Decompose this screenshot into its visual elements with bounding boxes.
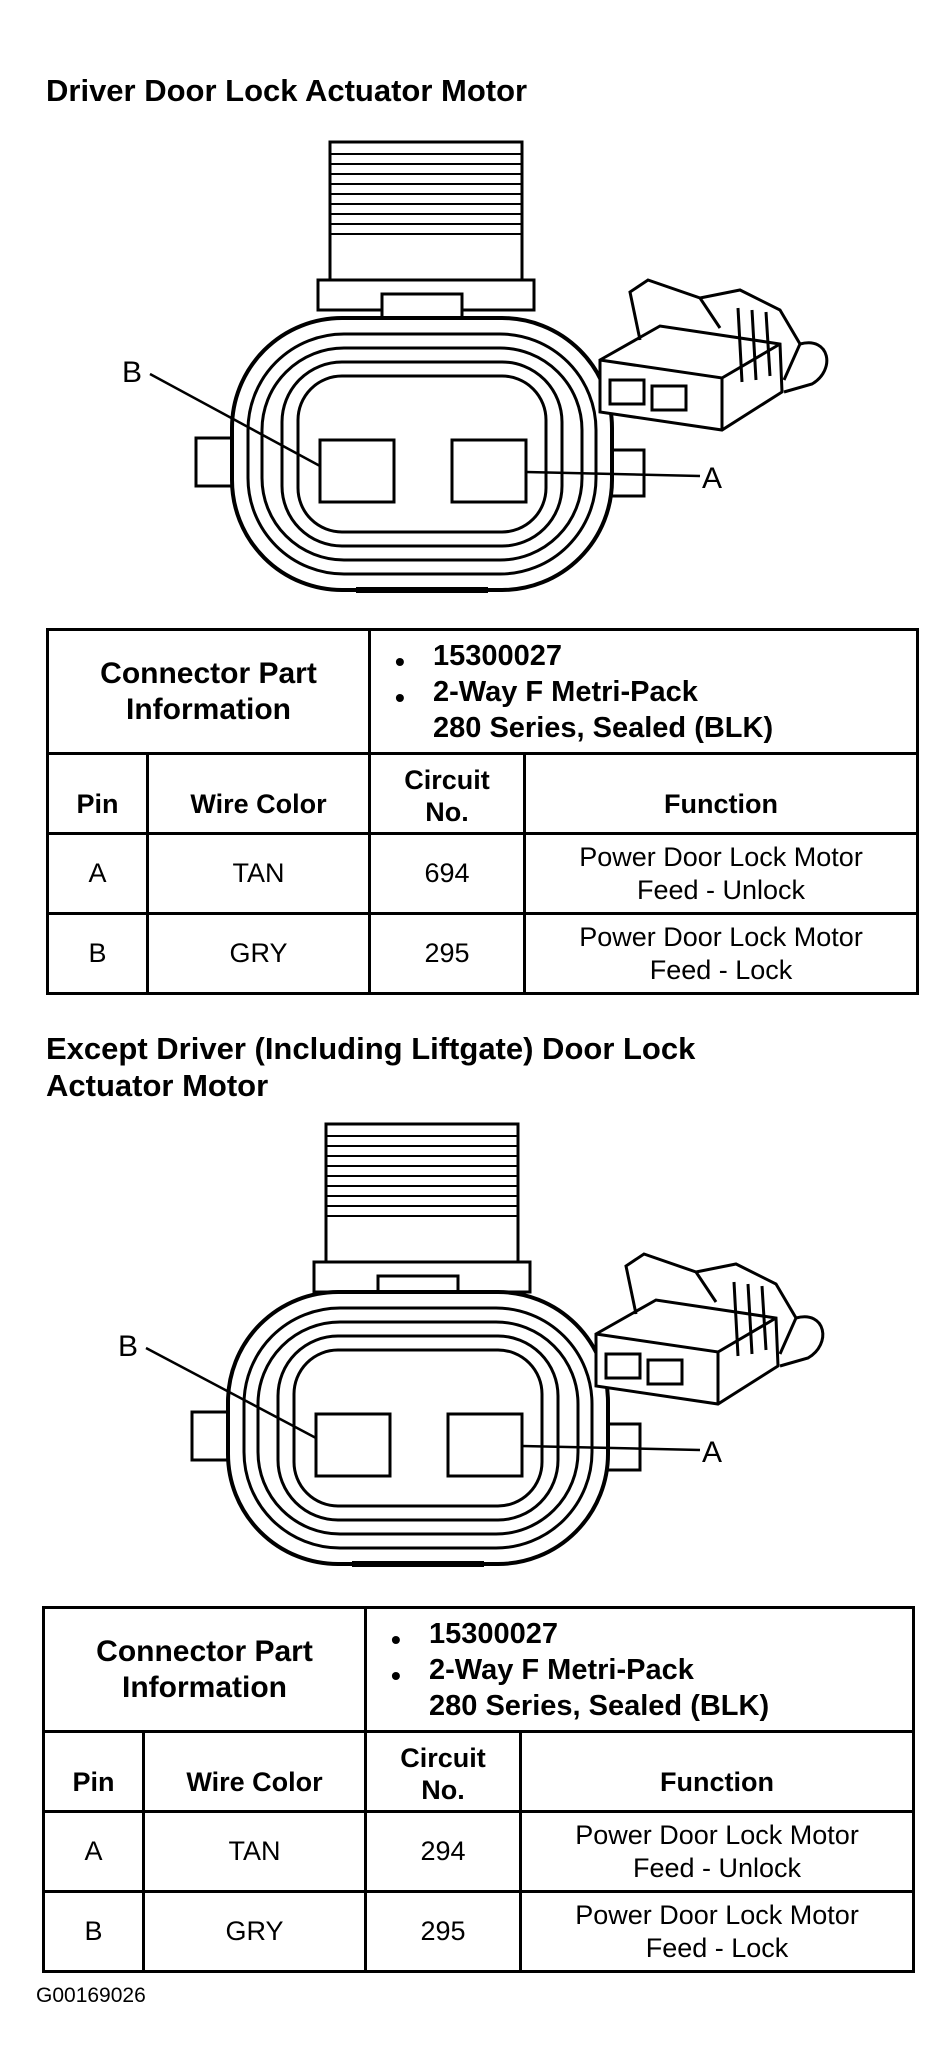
- header-pin: Pin: [46, 752, 149, 835]
- pin-cell: A: [42, 1810, 145, 1893]
- header-function: Function: [523, 752, 920, 835]
- function-cell: Power Door Lock Motor Feed - Unlock: [523, 832, 920, 915]
- connector-part-information-label: Connector Part Information: [41, 1606, 368, 1733]
- connector-series: 280 Series, Sealed (BLK): [433, 711, 774, 744]
- header-function: Function: [519, 1730, 916, 1813]
- wire-color-cell: GRY: [145, 912, 372, 995]
- connector-info-table: Connector Part Information 15300027 2-Wa…: [41, 1606, 916, 1973]
- part-number: 15300027: [391, 1616, 912, 1658]
- header-wire-color: Wire Color: [141, 1730, 368, 1813]
- pin-b-label: B: [118, 1330, 138, 1363]
- section-title: Except Driver (Including Liftgate) Door …: [46, 1031, 696, 1103]
- connector-type: 2-Way F Metri-Pack: [395, 674, 916, 716]
- connector-type: 2-Way F Metri-Pack: [391, 1652, 912, 1694]
- pin-a-label: A: [702, 1436, 722, 1469]
- connector-info-table: Connector Part Information 15300027 2-Wa…: [45, 628, 920, 995]
- connector-part-details: 15300027 2-Way F Metri-Pack 280 Series, …: [368, 628, 920, 755]
- circuit-no-cell: 294: [364, 1810, 523, 1893]
- connector-face-drawing: B A: [122, 140, 829, 593]
- pin-cell: B: [42, 1890, 145, 1973]
- connector-part-details: 15300027 2-Way F Metri-Pack 280 Series, …: [364, 1606, 916, 1733]
- connector-part-information-label: Connector Part Information: [45, 628, 372, 755]
- table-row: A TAN 694 Power Door Lock Motor Feed - U…: [46, 832, 920, 915]
- function-cell: Power Door Lock Motor Feed - Unlock: [519, 1810, 916, 1893]
- circuit-no-cell: 295: [368, 912, 527, 995]
- table-row: A TAN 294 Power Door Lock Motor Feed - U…: [42, 1810, 916, 1893]
- table-row: B GRY 295 Power Door Lock Motor Feed - L…: [46, 912, 920, 995]
- function-cell: Power Door Lock Motor Feed - Lock: [519, 1890, 916, 1973]
- table-row: B GRY 295 Power Door Lock Motor Feed - L…: [42, 1890, 916, 1973]
- pin-b-label: B: [122, 356, 142, 389]
- connector-series: 280 Series, Sealed (BLK): [429, 1689, 770, 1722]
- pin-a-label: A: [702, 462, 722, 495]
- figure-id: G00169026: [36, 1984, 146, 2007]
- circuit-no-cell: 694: [368, 832, 527, 915]
- wire-color-cell: TAN: [145, 832, 372, 915]
- function-cell: Power Door Lock Motor Feed - Lock: [523, 912, 920, 995]
- header-circuit-no: Circuit No.: [364, 1730, 523, 1813]
- wire-color-cell: TAN: [141, 1810, 368, 1893]
- section-title: Driver Door Lock Actuator Motor: [46, 73, 528, 108]
- header-pin: Pin: [42, 1730, 145, 1813]
- connector-face-drawing: B A: [118, 1122, 825, 1567]
- header-wire-color: Wire Color: [145, 752, 372, 835]
- pin-cell: A: [46, 832, 149, 915]
- part-number: 15300027: [395, 638, 916, 680]
- header-circuit-no: Circuit No.: [368, 752, 527, 835]
- circuit-no-cell: 295: [364, 1890, 523, 1973]
- wire-color-cell: GRY: [141, 1890, 368, 1973]
- pin-cell: B: [46, 912, 149, 995]
